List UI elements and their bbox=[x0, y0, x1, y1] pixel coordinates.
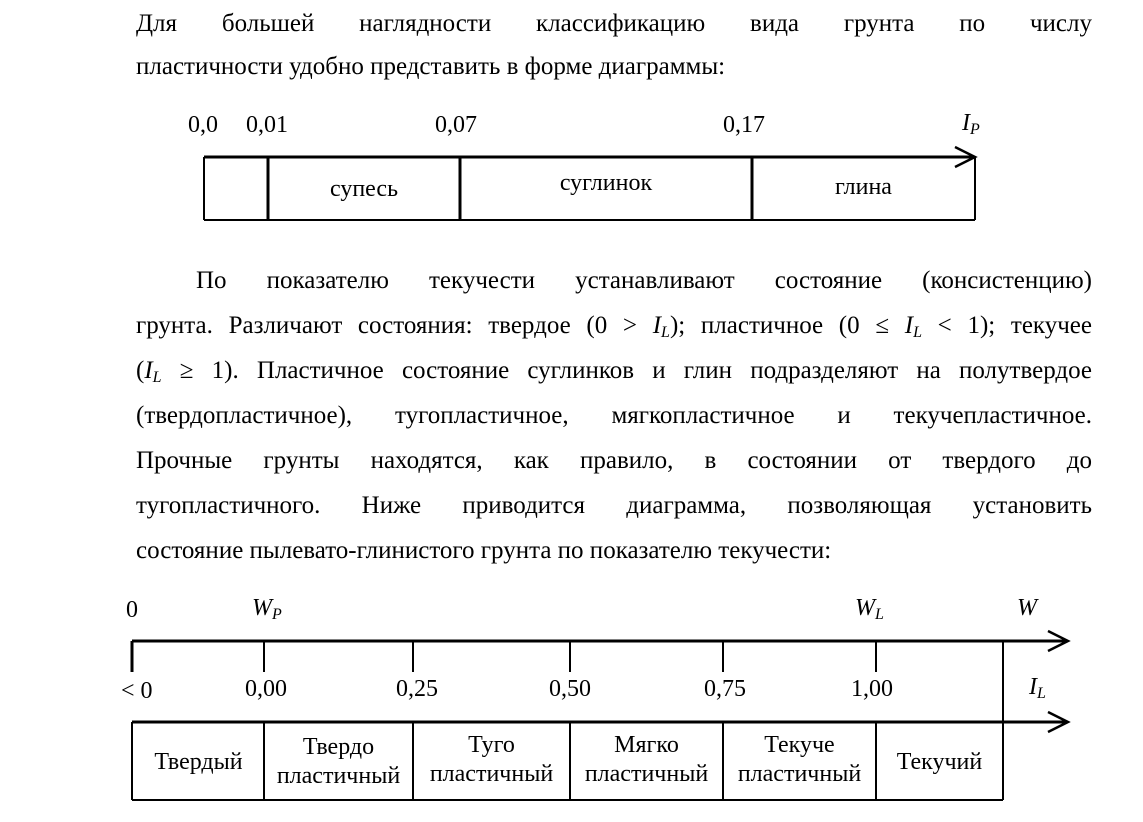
liquidity-line-2: грунта. Различают состояния: твердое (0 … bbox=[136, 312, 1092, 341]
plasticity-tick-1: 0,01 bbox=[246, 112, 288, 138]
liquidity-line-7: состояние пылевато-глинистого грунта по … bbox=[136, 537, 832, 564]
plasticity-cell-clay: глина bbox=[835, 173, 892, 200]
liquidity-tick-label-4: 0,75 bbox=[704, 676, 746, 702]
liquidity-line-3: (IL ≥ 1). Пластичное состояние суглинков… bbox=[136, 357, 1092, 386]
liquidity-line-4: (твердопластичное), тугопластичное, мягк… bbox=[136, 402, 1092, 429]
moisture-label-wp: WP bbox=[252, 595, 282, 623]
state-cell-fluid: Текучий bbox=[896, 748, 983, 775]
liquidity-tick-label-5: 1,00 bbox=[851, 676, 893, 702]
liquidity-tick-label-3: 0,50 bbox=[549, 676, 591, 702]
liquidity-tick-label-1: 0,00 bbox=[245, 676, 287, 702]
liquidity-paragraph: По показателю текучести устанавливают со… bbox=[76, 258, 1092, 573]
plasticity-tick-2: 0,07 bbox=[435, 112, 477, 138]
intro-line-2: пластичности удобно представить в форме … bbox=[136, 53, 726, 80]
plasticity-cell-sandy-loam: супесь bbox=[329, 175, 399, 202]
moisture-label-zero: 0 bbox=[126, 597, 138, 623]
liquidity-tick-label-0: < 0 bbox=[121, 678, 153, 704]
liquidity-axis-symbol: IL bbox=[1029, 674, 1046, 702]
liquidity-line-5: Прочные грунты находятся, как правило, в… bbox=[136, 447, 1092, 474]
plasticity-cell-loam: суглинок bbox=[559, 169, 653, 196]
intro-paragraph: Для большей наглядности классификацию ви… bbox=[76, 2, 1092, 88]
moisture-label-wl: WL bbox=[855, 595, 884, 623]
liquidity-tick-label-2: 0,25 bbox=[396, 676, 438, 702]
liquidity-line-6: тугопластичного. Ниже приводится диаграм… bbox=[136, 492, 1092, 519]
state-cell-solid: Твердый bbox=[154, 748, 243, 775]
plasticity-axis-symbol: IP bbox=[962, 110, 980, 138]
plasticity-tick-0: 0,0 bbox=[188, 112, 218, 138]
plasticity-tick-3: 0,17 bbox=[723, 112, 765, 138]
moisture-label-w: W bbox=[1017, 595, 1037, 621]
intro-line-1: Для большей наглядности классификацию ви… bbox=[136, 10, 1092, 37]
liquidity-line-1: По показателю текучести устанавливают со… bbox=[196, 267, 1092, 294]
